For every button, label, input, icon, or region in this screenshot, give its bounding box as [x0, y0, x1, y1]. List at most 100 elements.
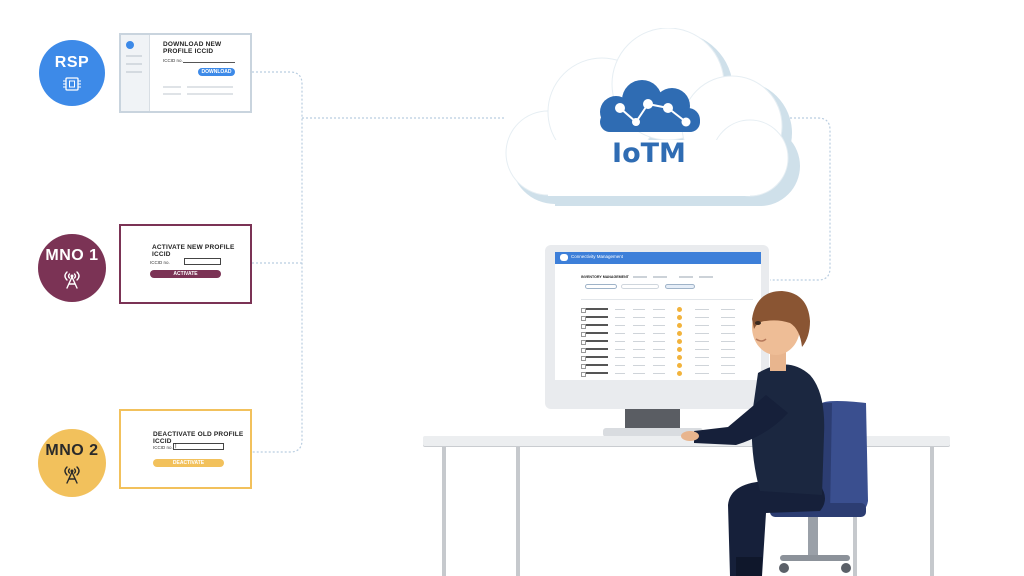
- placeholder-line: [679, 276, 693, 278]
- download-iccid-input[interactable]: [183, 62, 235, 63]
- download-button[interactable]: DOWNLOAD: [198, 68, 235, 76]
- row-checkbox[interactable]: [581, 340, 586, 345]
- table-row[interactable]: [581, 323, 751, 329]
- desk-leg: [930, 446, 934, 576]
- row-cell: [721, 365, 735, 366]
- table-row[interactable]: [581, 331, 751, 337]
- row-checkbox[interactable]: [581, 308, 586, 313]
- sidebar-dot: [126, 41, 134, 49]
- row-checkbox[interactable]: [581, 332, 586, 337]
- download-card-title: DOWNLOAD NEW PROFILE ICCID: [163, 41, 222, 55]
- row-cell: [721, 317, 735, 318]
- row-name: [586, 332, 608, 334]
- row-cell: [633, 317, 645, 318]
- row-cell: [653, 365, 665, 366]
- row-cell: [721, 333, 735, 334]
- row-checkbox[interactable]: [581, 364, 586, 369]
- deactivate-iccid-input[interactable]: |: [173, 443, 224, 450]
- screen-header-title: Connectivity Management: [571, 254, 624, 259]
- filter-pill[interactable]: [585, 284, 617, 289]
- table-header-line: [581, 299, 753, 300]
- placeholder-line: [633, 276, 647, 278]
- status-badge: [677, 307, 682, 312]
- row-cell: [653, 317, 665, 318]
- activate-iccid-input[interactable]: [184, 258, 221, 265]
- row-checkbox[interactable]: [581, 316, 586, 321]
- row-cell: [633, 349, 645, 350]
- activate-card-title: ACTIVATE NEW PROFILE ICCID: [152, 244, 235, 258]
- deactivate-button[interactable]: DEACTIVATE: [153, 459, 224, 467]
- row-checkbox[interactable]: [581, 356, 586, 361]
- table-row[interactable]: [581, 355, 751, 361]
- mno2-label: MNO 2: [45, 442, 99, 459]
- app-logo-icon: [560, 254, 568, 261]
- row-name: [586, 340, 608, 342]
- filter-pill[interactable]: [665, 284, 695, 289]
- row-cell: [695, 373, 709, 374]
- row-cell: [615, 373, 625, 374]
- row-checkbox[interactable]: [581, 348, 586, 353]
- monitor-stand: [625, 409, 680, 429]
- row-cell: [653, 373, 665, 374]
- row-checkbox[interactable]: [581, 372, 586, 377]
- row-cell: [615, 325, 625, 326]
- rsp-label: RSP: [54, 54, 90, 71]
- row-cell: [633, 357, 645, 358]
- table-row[interactable]: [581, 339, 751, 345]
- table-row[interactable]: [581, 315, 751, 321]
- row-checkbox[interactable]: [581, 324, 586, 329]
- rsp-node: RSP: [39, 40, 105, 106]
- antenna-icon: [64, 466, 80, 484]
- status-badge: [677, 371, 682, 376]
- placeholder-line: [187, 93, 233, 95]
- row-cell: [721, 309, 735, 310]
- row-cell: [633, 373, 645, 374]
- row-cell: [721, 357, 735, 358]
- desk: [423, 436, 950, 446]
- monitor-base: [603, 428, 703, 437]
- placeholder-line: [653, 276, 667, 278]
- row-name: [586, 372, 608, 374]
- status-badge: [677, 347, 682, 352]
- activate-button[interactable]: ACTIVATE: [150, 270, 221, 278]
- row-cell: [653, 325, 665, 326]
- antenna-icon: [64, 271, 80, 289]
- row-name: [586, 308, 608, 310]
- row-cell: [615, 349, 625, 350]
- mno1-label: MNO 1: [45, 247, 99, 264]
- table-row[interactable]: [581, 363, 751, 369]
- row-cell: [633, 333, 645, 334]
- row-name: [586, 364, 608, 366]
- table-row[interactable]: [581, 307, 751, 313]
- sidebar-line: [126, 63, 142, 65]
- row-cell: [633, 341, 645, 342]
- card-sidebar: [121, 35, 150, 111]
- table-row[interactable]: [581, 371, 751, 377]
- download-profile-card: DOWNLOAD NEW PROFILE ICCID ICCID no. DOW…: [119, 33, 252, 113]
- row-cell: [721, 325, 735, 326]
- download-iccid-label: ICCID no.: [163, 58, 183, 63]
- row-cell: [695, 317, 709, 318]
- row-cell: [615, 309, 625, 310]
- monitor-screen: Connectivity Management INVENTORY MANAGE…: [555, 252, 761, 380]
- mno1-node: MNO 1: [38, 234, 106, 302]
- desk-leg: [442, 446, 446, 576]
- row-cell: [695, 357, 709, 358]
- activate-profile-card: ACTIVATE NEW PROFILE ICCID ICCID no. ACT…: [119, 224, 252, 304]
- status-badge: [677, 355, 682, 360]
- screen-section-title: INVENTORY MANAGEMENT: [581, 275, 629, 279]
- status-badge: [677, 315, 682, 320]
- filter-pill[interactable]: [621, 284, 659, 289]
- row-cell: [695, 341, 709, 342]
- placeholder-line: [699, 276, 713, 278]
- placeholder-line: [163, 93, 181, 95]
- placeholder-line: [187, 86, 233, 88]
- screen-header: [555, 252, 761, 264]
- table-row[interactable]: [581, 347, 751, 353]
- row-cell: [615, 357, 625, 358]
- row-cell: [653, 357, 665, 358]
- deactivate-profile-card: DEACTIVATE OLD PROFILE ICCID ICCID no. |…: [119, 409, 252, 489]
- row-cell: [653, 333, 665, 334]
- row-cell: [721, 373, 735, 374]
